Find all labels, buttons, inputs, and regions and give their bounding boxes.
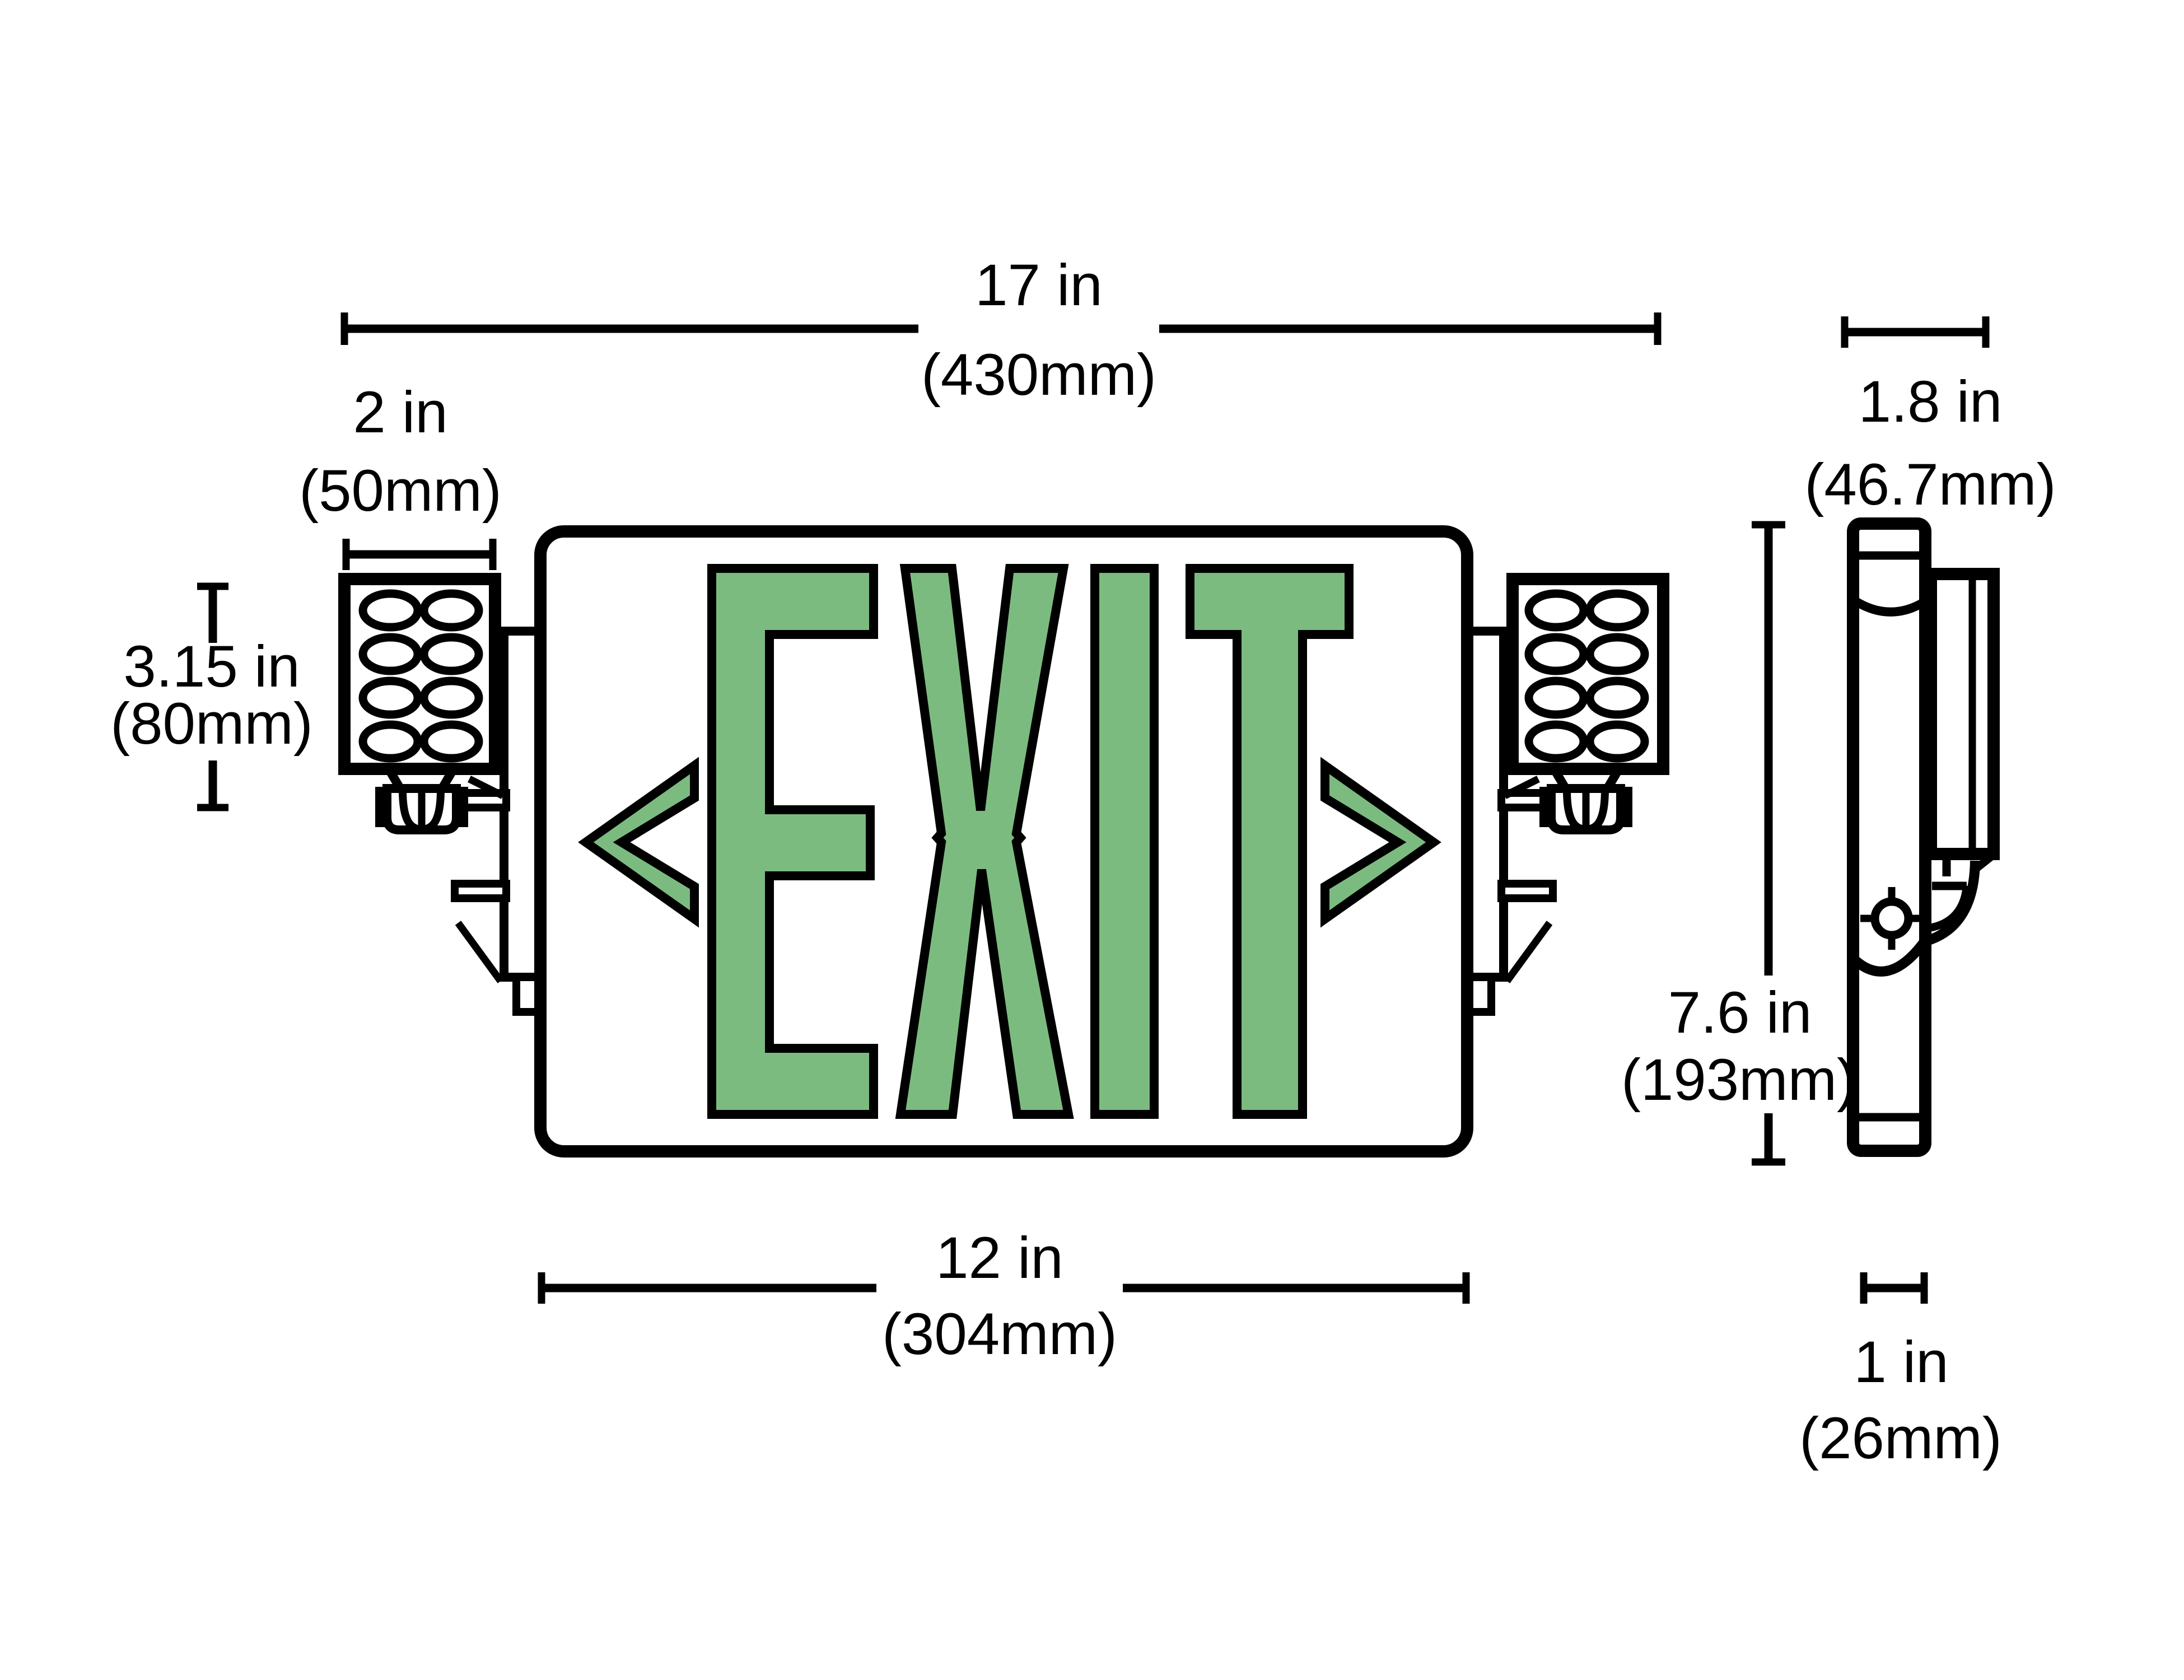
led-lens [419,589,483,632]
side-elbow-outer-arc [1925,860,1980,946]
dim-lamp-width: 2 in (50mm) [299,380,502,570]
dim-overall-width-value: 17 in [975,253,1103,318]
left-upper-brace [468,776,505,799]
letter-E [707,564,878,1119]
right-led-grid [1524,589,1649,763]
led-lens [1585,633,1649,675]
dim-lamp-height-value: 3.15 in [123,634,300,699]
side-view [1847,517,2000,1157]
left-lower-arm [451,880,510,902]
led-lens [358,589,422,632]
right-lower-arm [1497,880,1557,902]
side-pivot-crosshair [1860,887,1923,950]
letter-I [1090,564,1159,1119]
side-lower-arc [1851,939,1929,977]
right-lower-brace [1504,921,1553,983]
side-upper-arc [1851,596,1927,617]
right-lamp-head [1506,573,1669,834]
dim-side-width: 1.8 in (46.7mm) [1804,316,2056,517]
dim-sign-width: 12 in (304mm) [538,1225,1470,1367]
chevron-left-shape [578,757,699,928]
dim-lamp-width-metric: (50mm) [299,458,502,524]
letter-T [1186,564,1354,1119]
left-lower-brace [455,921,504,983]
dim-side-height-value: 7.6 in [1668,980,1812,1046]
side-sign-profile [1847,517,1931,1157]
led-lens [358,720,422,763]
led-lens [1585,676,1649,719]
dim-side-depth: 1 in (26mm) [1799,1272,2002,1471]
dim-side-width-metric: (46.7mm) [1804,452,2056,517]
chevron-right-icon: > [1320,757,1441,928]
dim-side-height-metric: (193mm) [1621,1047,1856,1113]
dim-side-depth-metric: (26mm) [1799,1406,2002,1471]
side-pivot-circle [1870,897,1913,940]
led-lens [419,633,483,675]
dim-overall-width: 17 in (430mm) [340,253,1662,408]
letter-X [895,564,1074,1119]
dim-overall-width-metric: (430mm) [921,342,1156,408]
exit-letters: EXIT [707,564,1354,1119]
dim-lamp-height: 3.15 in (80mm) [110,582,313,811]
led-lens [1524,720,1588,763]
dim-sign-width-metric: (304mm) [882,1301,1117,1367]
chevron-left-icon: < [578,757,699,928]
front-view: < > EXIT [338,525,1669,1158]
led-lens [1585,589,1649,632]
dim-lamp-height-metric: (80mm) [110,691,313,757]
right-upper-brace [1503,776,1540,799]
dim-sign-width-value: 12 in [936,1225,1063,1291]
led-lens [358,633,422,675]
left-led-grid [358,589,483,763]
led-lens [1524,676,1588,719]
dim-lamp-width-value: 2 in [353,380,447,445]
side-lamp-head [1925,568,2000,860]
dim-side-depth-value: 1 in [1854,1329,1948,1395]
led-lens [1585,720,1649,763]
side-elbow-inner-arc [1928,885,1971,932]
dim-side-height: 7.6 in (193mm) [1621,521,1856,1166]
left-lamp-head [338,573,501,834]
chevron-right-shape [1320,757,1441,928]
led-lens [1524,589,1588,632]
dim-side-width-value: 1.8 in [1859,369,2003,435]
led-lens [1524,633,1588,675]
led-lens [419,676,483,719]
led-lens [419,720,483,763]
led-lens [358,676,422,719]
